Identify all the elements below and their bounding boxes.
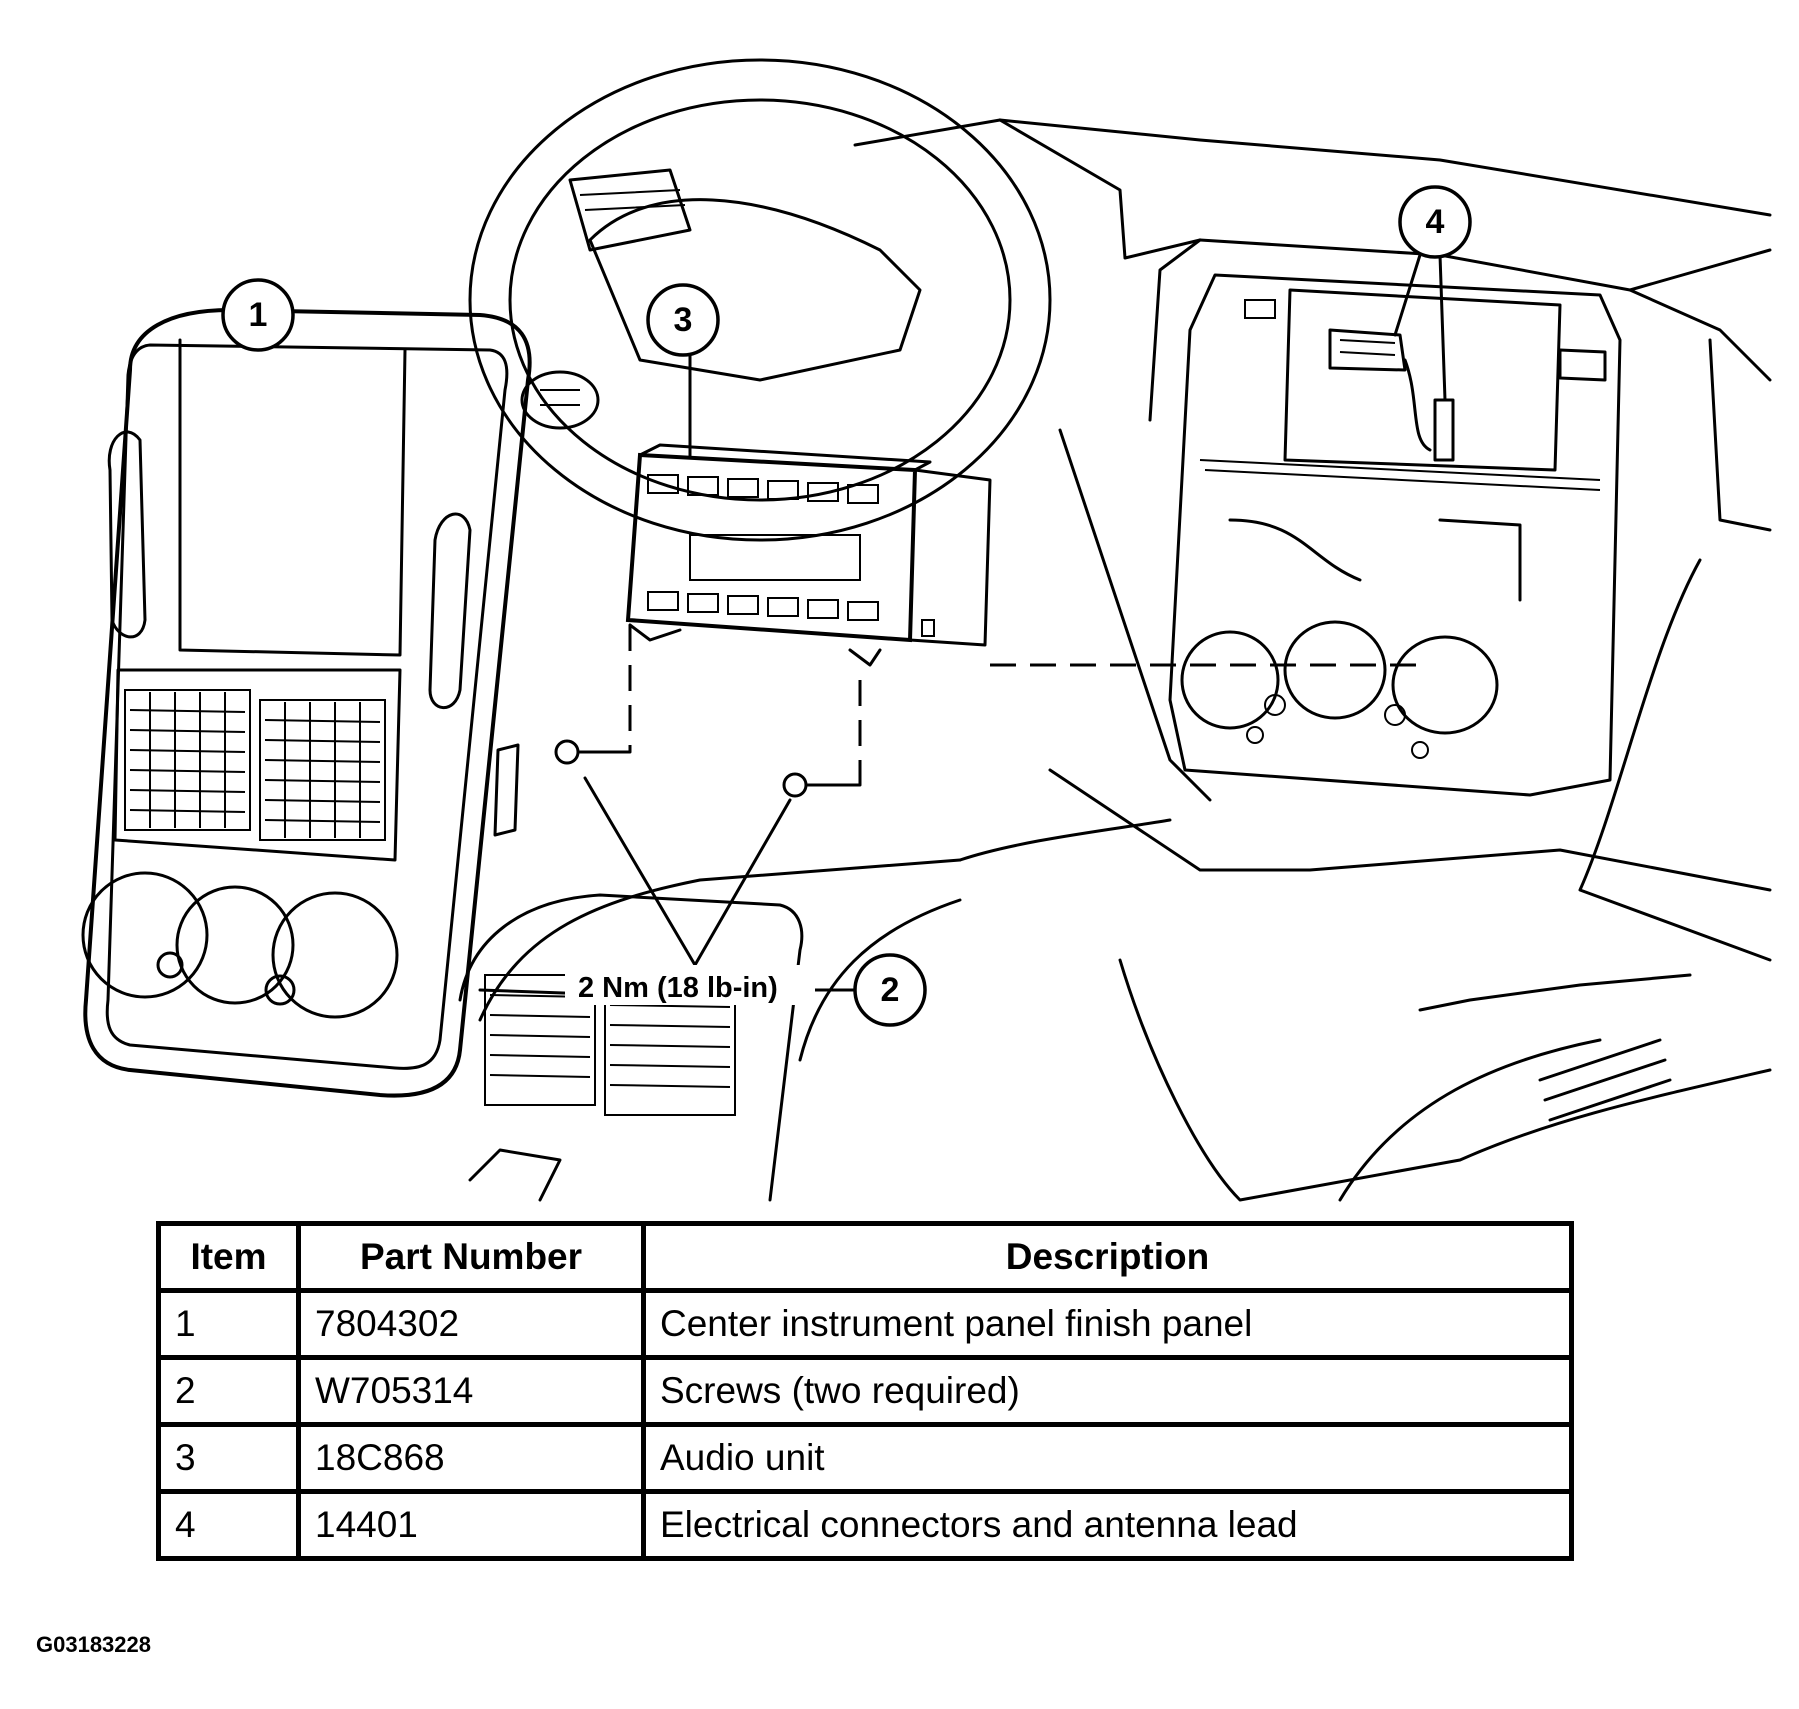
- cell-description: Audio unit: [641, 1422, 1574, 1494]
- cell-part-number: 18C868: [296, 1422, 646, 1494]
- steering-wheel: [468, 58, 1052, 542]
- cell-part-number: 7804302: [296, 1288, 646, 1360]
- dashboard-outline: [478, 118, 1772, 1202]
- table-row: 2 W705314 Screws (two required): [156, 1355, 1574, 1427]
- header-part-number: Part Number: [296, 1221, 646, 1293]
- cell-description: Screws (two required): [641, 1355, 1574, 1427]
- callout-1: 1: [221, 278, 295, 352]
- cell-item: 2: [156, 1355, 301, 1427]
- table-row: 1 7804302 Center instrument panel finish…: [156, 1288, 1574, 1360]
- svg-text:1: 1: [249, 296, 268, 334]
- cell-description: Electrical connectors and antenna lead: [641, 1489, 1574, 1561]
- leader-lines: [258, 253, 1447, 992]
- cell-item: 3: [156, 1422, 301, 1494]
- callout-4: 4: [1398, 185, 1472, 259]
- screws: [554, 739, 862, 798]
- svg-text:2: 2: [881, 971, 900, 1009]
- audio-unit: [625, 443, 992, 667]
- finish-panel: [81, 307, 532, 1098]
- parts-table: Item Part Number Description 1 7804302 C…: [156, 1221, 1574, 1561]
- callout-3: 3: [646, 283, 720, 357]
- figure-id: G03183228: [36, 1632, 151, 1657]
- table-row: 3 18C868 Audio unit: [156, 1422, 1574, 1494]
- cell-item: 1: [156, 1288, 301, 1360]
- torque-label: 2 Nm (18 lb-in): [578, 972, 778, 1004]
- table-row: 4 14401 Electrical connectors and antenn…: [156, 1489, 1574, 1561]
- svg-text:3: 3: [674, 301, 693, 339]
- cell-part-number: W705314: [296, 1355, 646, 1427]
- torque-label-bg: [565, 965, 815, 1005]
- header-description: Description: [641, 1221, 1574, 1293]
- dash-center-cavity: [1168, 273, 1622, 797]
- table-header-row: Item Part Number Description: [156, 1221, 1574, 1293]
- svg-text:4: 4: [1426, 203, 1445, 241]
- cell-description: Center instrument panel finish panel: [641, 1288, 1574, 1360]
- cell-item: 4: [156, 1489, 301, 1561]
- exploded-view-diagram: 1 2 3 4 2 Nm (18 lb-in): [81, 58, 1772, 1202]
- callout-2: 2: [853, 953, 927, 1027]
- lower-vent: [458, 893, 804, 1202]
- cell-part-number: 14401: [296, 1489, 646, 1561]
- header-item: Item: [156, 1221, 301, 1293]
- assembly-dashed-lines: [628, 625, 1430, 785]
